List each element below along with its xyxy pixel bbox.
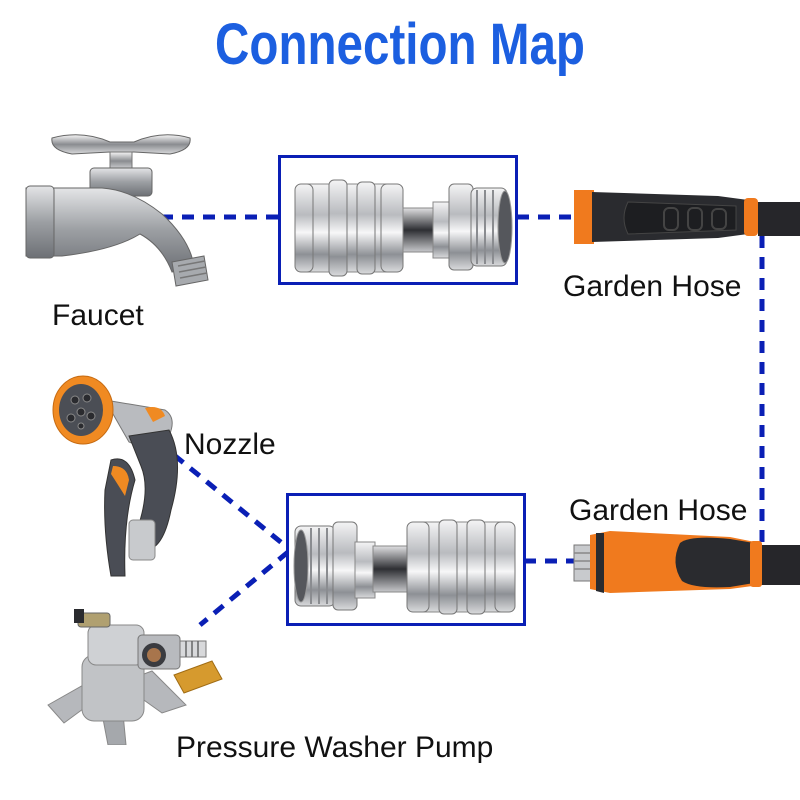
top-adapter-box xyxy=(278,155,518,285)
faucet-icon xyxy=(25,134,209,287)
faucet-label: Faucet xyxy=(52,299,144,332)
quick-connect-adapter-icon xyxy=(294,179,513,277)
garden-hose-end-icon xyxy=(573,531,800,593)
nozzle-label: Nozzle xyxy=(184,428,276,461)
pump-connector-line xyxy=(198,550,290,627)
garden-hose-bottom-label: Garden Hose xyxy=(569,494,748,527)
garden-hose-end-icon xyxy=(574,190,800,244)
page-title: Connection Map xyxy=(215,12,585,77)
nozzle-connector-line xyxy=(172,453,290,550)
spray-nozzle-icon xyxy=(52,375,178,577)
pressure-washer-pump-icon xyxy=(47,609,223,745)
quick-connect-adapter-icon xyxy=(293,519,516,615)
garden-hose-top-label: Garden Hose xyxy=(563,270,742,303)
pressure-washer-pump-label: Pressure Washer Pump xyxy=(176,731,494,764)
bottom-adapter-box xyxy=(286,493,526,626)
